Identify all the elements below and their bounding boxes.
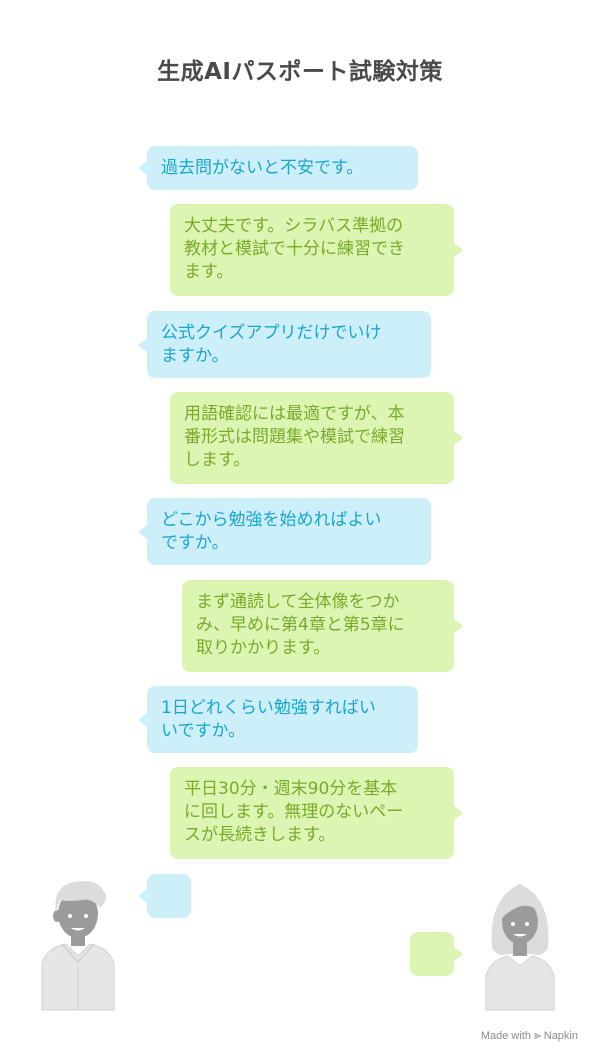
- question-bubble-2: 公式クイズアプリだけでいけ ますか。: [138, 311, 431, 378]
- person-short-hair-icon: [41, 881, 115, 1011]
- page-title: 生成AIパスポート試験対策: [157, 59, 443, 85]
- footer-credit: Made with ⪢ Napkin: [481, 1028, 578, 1043]
- question-bubble-1: 過去問がないと不安です。: [138, 146, 418, 190]
- empty-answer-bubble: [410, 932, 463, 976]
- answer-bubble-4: 平日30分・週末90分を基本 に回します。無理のないペー スが長続きします。: [170, 767, 463, 859]
- answer-bubble-1: 大丈夫です。シラバス準拠の 教材と模試で十分に練習でき ます。: [170, 204, 463, 296]
- empty-question-bubble: [138, 874, 191, 918]
- answer-bubble-2: 用語確認には最適ですが、本 番形式は問題集や模試で練習 します。: [170, 392, 463, 484]
- question-bubble-3: どこから勉強を始めればよい ですか。: [138, 498, 431, 565]
- napkin-brand: Napkin: [543, 1029, 578, 1042]
- napkin-logo-icon: ⪢: [533, 1028, 541, 1042]
- question-bubble-4: 1日どれくらい勉強すればい いですか。: [138, 686, 418, 753]
- answer-bubble-3: まず通読して全体像をつか み、早めに第4章と第5章に 取りかかります。: [182, 580, 463, 672]
- made-with-label: Made with: [480, 1029, 531, 1042]
- person-long-hair-icon: [485, 884, 555, 1011]
